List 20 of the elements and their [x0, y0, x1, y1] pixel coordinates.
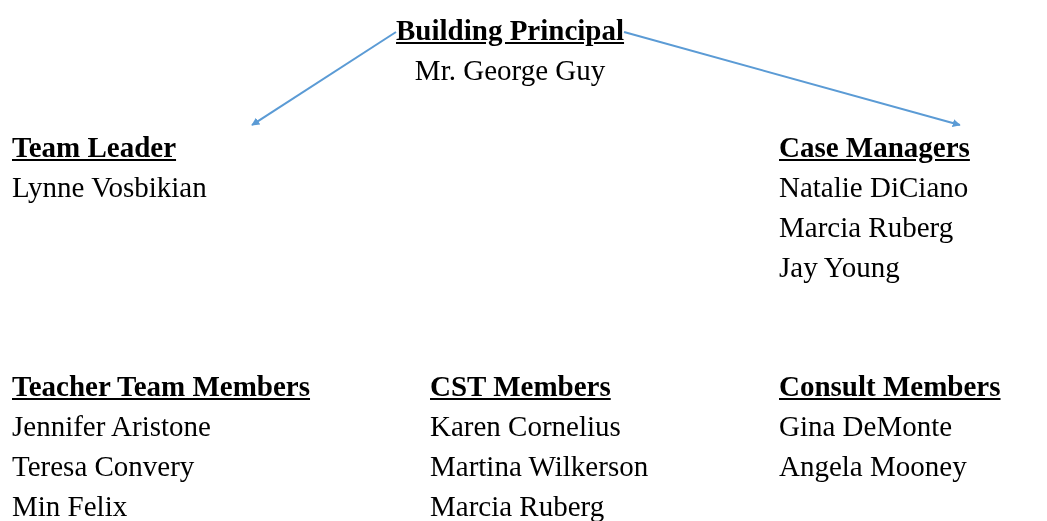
- group-heading: Case Managers: [779, 130, 970, 165]
- arrow: [623, 31, 961, 127]
- group-heading: Teacher Team Members: [12, 369, 310, 404]
- member-name: Natalie DiCiano: [779, 170, 969, 205]
- member-name: Mr. George Guy: [414, 53, 606, 88]
- member-name: Angela Mooney: [779, 449, 967, 484]
- arrow: [251, 31, 397, 126]
- member-name: Teresa Convery: [12, 449, 195, 484]
- member-name: Min Felix: [12, 489, 128, 521]
- member-name: Martina Wilkerson: [430, 449, 649, 484]
- member-name: Jay Young: [779, 250, 900, 285]
- member-name: Karen Cornelius: [430, 409, 621, 444]
- member-name: Jennifer Aristone: [12, 409, 211, 444]
- member-name: Gina DeMonte: [779, 409, 953, 444]
- group-heading: Consult Members: [779, 369, 1001, 404]
- group-heading: Building Principal: [396, 13, 625, 48]
- group-heading: CST Members: [430, 369, 611, 404]
- group-heading: Team Leader: [12, 130, 177, 165]
- member-name: Lynne Vosbikian: [12, 170, 207, 205]
- member-name: Marcia Ruberg: [779, 210, 954, 245]
